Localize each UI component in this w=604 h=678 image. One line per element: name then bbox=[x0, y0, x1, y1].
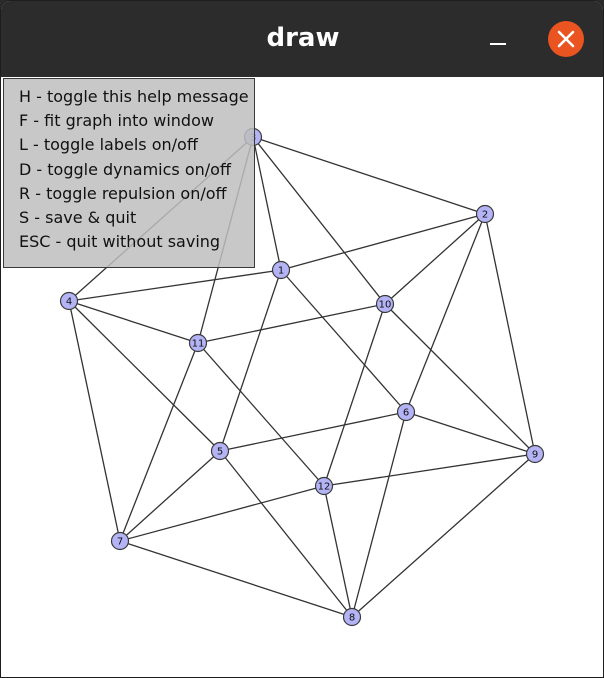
help-overlay: H - toggle this help message F - fit gra… bbox=[3, 78, 255, 268]
minimize-button[interactable] bbox=[487, 27, 513, 53]
minimize-icon bbox=[490, 43, 506, 45]
graph-edge-4-5 bbox=[68, 300, 221, 452]
window-title: draw bbox=[266, 23, 340, 53]
graph-edge-10-9 bbox=[384, 303, 536, 455]
help-line: F - fit graph into window bbox=[19, 111, 214, 130]
node-circle[interactable] bbox=[59, 291, 79, 311]
graph-node-2[interactable]: 2 bbox=[475, 204, 495, 224]
graph-edge-1-5 bbox=[219, 269, 282, 452]
graph-node-10[interactable]: 10 bbox=[375, 294, 395, 314]
graph-node-9[interactable]: 9 bbox=[525, 444, 545, 464]
graph-edge-5-7 bbox=[119, 450, 221, 542]
node-circle[interactable] bbox=[475, 204, 495, 224]
graph-edge-9-8 bbox=[351, 453, 536, 618]
graph-edge-1-6 bbox=[280, 269, 407, 413]
graph-edge-5-8 bbox=[219, 450, 353, 618]
node-circle[interactable] bbox=[396, 402, 416, 422]
close-icon bbox=[557, 30, 575, 48]
node-circle[interactable] bbox=[271, 260, 291, 280]
node-circle[interactable] bbox=[314, 476, 334, 496]
graph-edge-2-9 bbox=[484, 213, 536, 455]
graph-edge-6-9 bbox=[405, 411, 536, 455]
graph-edge-4-7 bbox=[68, 300, 121, 542]
node-label: 9 bbox=[532, 450, 538, 461]
node-label: 4 bbox=[66, 297, 72, 308]
graph-edge-2-6 bbox=[405, 213, 486, 413]
node-label: 7 bbox=[117, 537, 123, 548]
graph-edge-2-1 bbox=[280, 213, 486, 271]
graph-node-11[interactable]: 11 bbox=[188, 333, 208, 353]
graph-edge-1-4 bbox=[68, 269, 282, 302]
node-circle[interactable] bbox=[525, 444, 545, 464]
graph-edge-4-11 bbox=[68, 300, 199, 344]
graph-edge-6-5 bbox=[219, 411, 407, 452]
node-label: 10 bbox=[379, 300, 392, 311]
help-line: L - toggle labels on/off bbox=[19, 135, 198, 154]
graph-edge-10-11 bbox=[197, 303, 386, 344]
graph-edge-12-9 bbox=[323, 453, 536, 487]
graph-edge-12-7 bbox=[119, 485, 325, 542]
graph-edge-10-12 bbox=[323, 303, 386, 487]
graph-edge-2-10 bbox=[384, 213, 486, 305]
graph-edge-6-8 bbox=[351, 411, 407, 618]
help-line: H - toggle this help message bbox=[19, 87, 249, 106]
node-circle[interactable] bbox=[210, 441, 230, 461]
help-line: S - save & quit bbox=[19, 208, 137, 227]
graph-node-8[interactable]: 8 bbox=[342, 607, 362, 627]
node-label: 6 bbox=[403, 408, 409, 419]
graph-edges bbox=[68, 136, 536, 618]
graph-edge-11-12 bbox=[197, 342, 325, 487]
graph-edge-7-8 bbox=[119, 540, 353, 618]
node-circle[interactable] bbox=[342, 607, 362, 627]
help-line: R - toggle repulsion on/off bbox=[19, 184, 227, 203]
graph-edge-11-7 bbox=[119, 342, 199, 542]
graph-edge-3-10 bbox=[252, 136, 386, 305]
node-circle[interactable] bbox=[110, 531, 130, 551]
node-circle[interactable] bbox=[188, 333, 208, 353]
graph-node-12[interactable]: 12 bbox=[314, 476, 334, 496]
node-label: 1 bbox=[278, 266, 284, 277]
node-label: 11 bbox=[192, 339, 205, 350]
title-bar[interactable]: draw bbox=[1, 1, 603, 78]
help-line: ESC - quit without saving bbox=[19, 232, 221, 251]
node-label: 2 bbox=[482, 210, 488, 221]
graph-node-7[interactable]: 7 bbox=[110, 531, 130, 551]
help-line: D - toggle dynamics on/off bbox=[19, 160, 231, 179]
graph-node-6[interactable]: 6 bbox=[396, 402, 416, 422]
close-button[interactable] bbox=[548, 21, 584, 57]
node-label: 8 bbox=[349, 613, 355, 624]
graph-node-5[interactable]: 5 bbox=[210, 441, 230, 461]
graph-node-4[interactable]: 4 bbox=[59, 291, 79, 311]
graph-node-1[interactable]: 1 bbox=[271, 260, 291, 280]
node-label: 12 bbox=[318, 482, 331, 493]
graph-edge-3-2 bbox=[252, 136, 486, 215]
node-label: 5 bbox=[217, 447, 223, 458]
graph-edge-12-8 bbox=[323, 485, 353, 618]
graph-edge-3-1 bbox=[252, 136, 282, 271]
node-circle[interactable] bbox=[375, 294, 395, 314]
